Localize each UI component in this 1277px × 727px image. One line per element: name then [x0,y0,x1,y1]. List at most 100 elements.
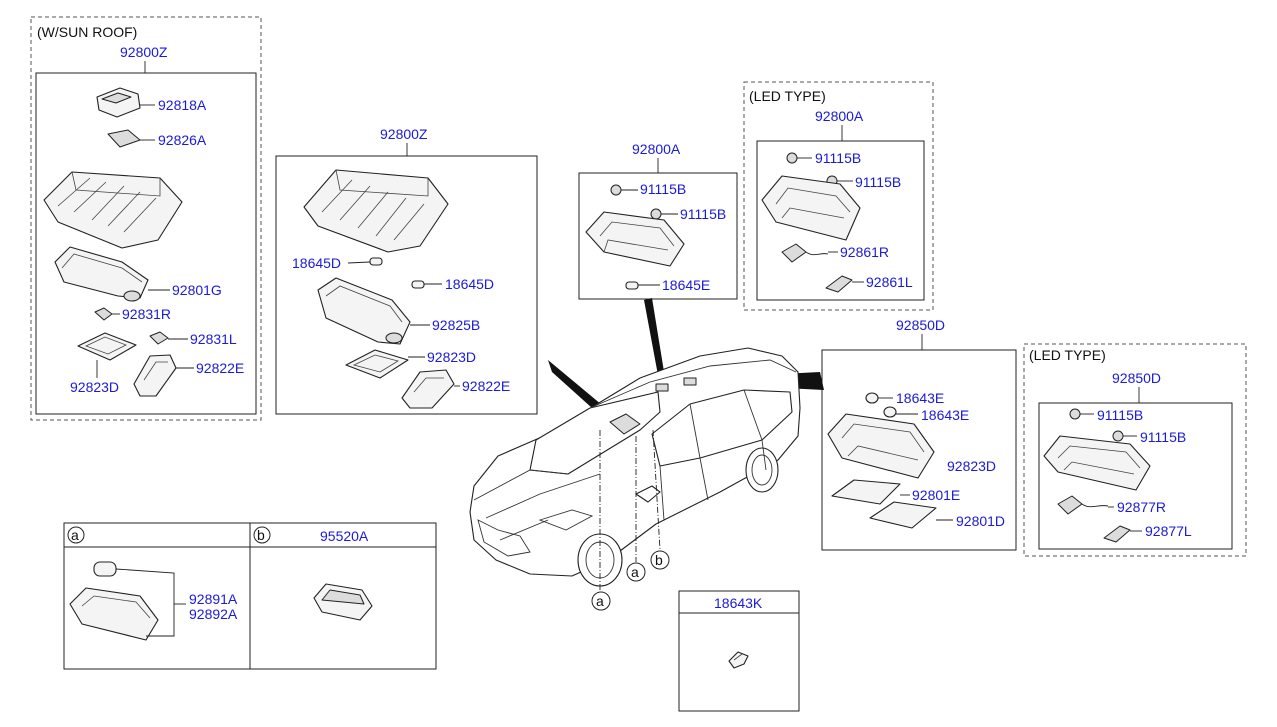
rear-part-label[interactable]: 92801E [912,487,960,503]
std-part-label[interactable]: 92823D [427,349,476,365]
rear-assembly-number[interactable]: 92850D [896,317,945,333]
std-parts-box [275,155,538,415]
table-marker-a-label: a [71,527,79,543]
sunroof-switch-92831l [149,331,188,345]
group-standard-console: 92800Z 18645D 18645D 92825B [275,126,538,415]
rear-part-label[interactable]: 92801D [956,513,1005,529]
rear-part-label[interactable]: 18643E [896,390,944,406]
group-center-lamp: 92800A 91115B 91115B 18645E [578,141,738,300]
car-side-windows [651,389,793,467]
led-front-pcb-92861r [781,243,838,263]
led-front-part-label[interactable]: 91115B [815,150,861,166]
std-console-housing [303,169,449,253]
sunroof-switch-92831r [94,307,120,321]
table-b-part-number[interactable]: 95520A [320,528,369,544]
std-cover-92822e [401,369,460,409]
center-assembly-number[interactable]: 92800A [632,141,681,157]
callout-a-mid[interactable]: a [626,562,646,582]
rear-bulb-2 [883,406,918,418]
center-parts-box [578,172,738,300]
sunroof-part-label[interactable]: 92822E [196,360,244,376]
std-part-label[interactable]: 18645D [292,255,341,271]
led-front-header: (LED TYPE) [749,88,826,104]
center-lamp-housing [585,211,685,267]
center-part-label[interactable]: 91115B [680,206,726,222]
led-front-socket-1 [786,152,812,164]
led-rear-pcb-92877l [1103,525,1142,543]
led-rear-part-label[interactable]: 91115B [1097,407,1143,423]
led-rear-part-label[interactable]: 92877R [1117,499,1166,515]
sunroof-cover-92822e [133,354,194,397]
table-a-lamp [69,561,186,641]
led-front-part-label[interactable]: 92861R [840,244,889,260]
detail-table: a b 95520A 92891A 92892A [63,522,437,670]
sunroof-part-label[interactable]: 92818A [158,97,207,113]
led-front-part-label[interactable]: 91115B [855,174,901,190]
std-assembly-number[interactable]: 92800Z [380,126,428,142]
car-roof-lamp-center [655,383,669,392]
std-tray-92825b [317,277,430,345]
sunroof-part-label[interactable]: 92801G [172,282,222,298]
led-front-parts-box [756,140,925,301]
sunroof-console-housing [43,171,183,249]
callout-b[interactable]: b [650,550,670,570]
led-rear-assembly-number[interactable]: 92850D [1112,370,1161,386]
callout-b-label: b [655,552,663,568]
rear-part-label[interactable]: 18643E [921,407,969,423]
pointer-center [644,298,666,386]
rear-lens-92801e [831,479,910,505]
std-lens-92823d [345,349,425,379]
callout-a-front[interactable]: a [591,591,611,611]
led-front-assembly-number[interactable]: 92800A [815,108,864,124]
led-rear-part-label[interactable]: 92877L [1145,523,1192,539]
led-front-pcb-92861l [825,275,864,293]
sunroof-part-label[interactable]: 92826A [158,132,207,148]
table-b-switch [313,583,373,621]
sunroof-part-label[interactable]: 92823D [70,379,119,395]
bulb-box: 18643K [678,590,800,712]
car-roof-lamp-front [609,413,641,435]
bulb-18643k-icon [728,651,749,669]
table-a-part-label[interactable]: 92891A [189,591,238,607]
sunroof-assembly-number[interactable]: 92800Z [120,44,168,60]
led-rear-socket-2 [1112,430,1137,442]
sunroof-parts-box [35,72,257,415]
center-bulb-socket-1 [610,184,638,196]
led-rear-pcb-92877r [1057,495,1114,515]
std-part-label[interactable]: 18645D [445,276,494,292]
led-rear-header: (LED TYPE) [1029,347,1106,363]
rear-part-label[interactable]: 92823D [947,458,996,474]
std-part-label[interactable]: 92822E [462,378,510,394]
group-rear-lamp: 92850D 18643E 18643E 92823D 92801E 92801… [821,317,1017,551]
rear-parts-box [821,349,1017,551]
led-rear-housing [1043,435,1151,491]
car-rear-wheel [745,447,779,493]
sunroof-header: (W/SUN ROOF) [37,24,137,40]
std-bulb-18645d-left [347,257,383,266]
sunroof-part-label[interactable]: 92831L [190,331,237,347]
led-rear-parts-box [1038,402,1233,550]
led-front-part-label[interactable]: 92861L [866,274,913,290]
std-part-label[interactable]: 92825B [432,317,480,333]
table-marker-b [253,526,271,544]
group-led-rear: (LED TYPE) 92850D 91115B 91115B 92877R [1023,343,1247,557]
led-rear-part-label[interactable]: 91115B [1140,429,1186,445]
table-marker-a [67,526,85,544]
bulb-box-frame [678,590,800,712]
led-front-housing [761,175,861,241]
rear-lens-92801d [869,501,953,529]
center-part-label[interactable]: 91115B [640,181,686,197]
center-bulb-socket-2 [650,208,678,220]
table-marker-b-label: b [257,527,265,543]
car-illustration [469,298,824,592]
sunroof-lens-92823d [77,332,137,378]
led-rear-socket-1 [1069,408,1094,420]
group-sunroof: (W/SUN ROOF) 92800Z 92818A 92826A [30,16,262,421]
std-bulb-18645d-right [411,280,442,289]
sunroof-part-label[interactable]: 92831R [122,306,171,322]
center-part-label[interactable]: 18645E [662,277,710,293]
table-a-part-label[interactable]: 92892A [189,606,238,622]
bulb-part-number[interactable]: 18643K [714,595,763,611]
